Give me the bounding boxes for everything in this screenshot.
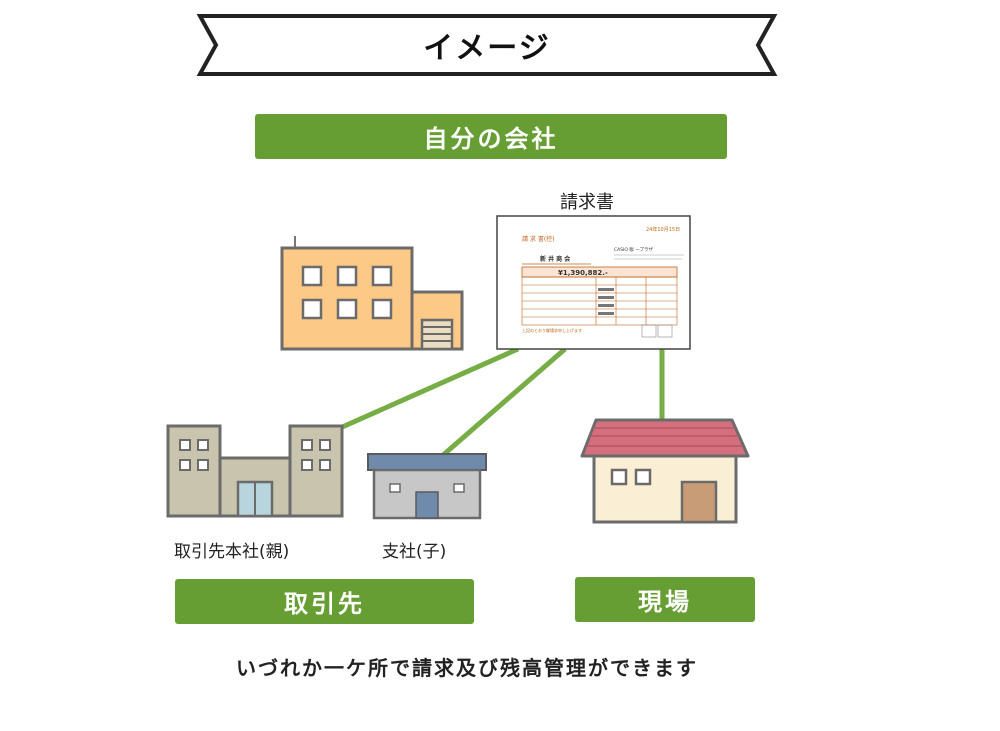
connector-to-branch	[440, 347, 567, 458]
site-group-bar: 現場	[575, 577, 755, 622]
client-group-bar: 取引先	[175, 579, 474, 624]
invoice-amount: ¥1,390,882.-	[558, 269, 608, 277]
connector-to-head-office	[338, 346, 520, 431]
own-company-building-icon	[280, 236, 464, 351]
site-house-icon	[580, 418, 750, 524]
head-office-label: 取引先本社(親)	[174, 542, 290, 562]
footer-caption: いづれか一ケ所で請求及び残高管理ができます	[236, 656, 698, 680]
header-banner	[196, 14, 778, 76]
invoice-label: 請求書	[560, 192, 614, 213]
invoice-doc-title: 請 求 書(控)	[522, 235, 555, 243]
page-title: イメージ	[423, 31, 551, 66]
head-office-building-icon	[166, 424, 344, 518]
invoice-date: 24年10月15日	[646, 226, 680, 233]
branch-label: 支社(子)	[382, 542, 447, 562]
branch-building-icon	[367, 453, 487, 520]
own-company-bar: 自分の会社	[255, 114, 727, 159]
invoice-customer: 新 井 商 会	[540, 255, 571, 263]
invoice-note: 上記のとおり御請求申し上げます	[522, 327, 582, 333]
invoice-issuer: CASIO 販 ープラザ	[614, 246, 654, 253]
invoice-document-icon: 請 求 書(控) 24年10月15日 新 井 商 会 CASIO 販 ープラザ …	[496, 215, 691, 350]
